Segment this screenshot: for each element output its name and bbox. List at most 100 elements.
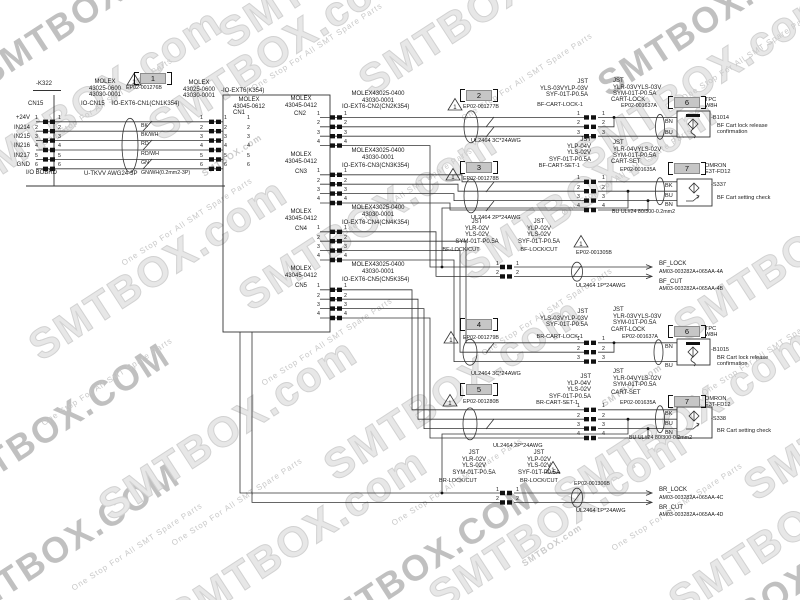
wire-color-bn: BN — [665, 119, 673, 125]
pin-number: 3 — [200, 134, 203, 141]
sensor-desc: BR Cart setting check — [717, 428, 772, 434]
pin-number: 4 — [344, 311, 347, 318]
warning-triangles — [126, 72, 589, 474]
bracket-left — [668, 325, 673, 338]
callout-number: 5 — [466, 384, 492, 395]
bf-lock-cut-plug-name: BF-LOCK/CUT — [442, 246, 480, 253]
br-lock-output-part: AM03-003282A+065AA-4C — [659, 494, 724, 501]
pin-number: 2 — [35, 124, 38, 131]
bracket-left — [668, 162, 673, 175]
pin-number: 3 — [602, 355, 605, 362]
pin-number: 1 — [602, 336, 605, 343]
note-number: 1 — [451, 175, 455, 181]
bf-cart-lock-recept-part: EP02-001637A — [621, 102, 657, 109]
bf-cut-output-part: AM03-003282A+065AA-4B — [659, 286, 724, 293]
pin-number: 2 — [224, 124, 227, 131]
bf-cart-lock-recept: JST YLR-03VYLS-03V SYM-01T-P0.5A — [613, 78, 662, 97]
wire-color-bk: BK — [665, 411, 673, 418]
cn4-name: CN4 — [295, 225, 308, 232]
pin-number: 6 — [224, 162, 227, 169]
wire-color-label: BK — [141, 122, 149, 129]
br-cart-lock-recept-part: EP02-001637A — [622, 333, 658, 340]
pin-number: 4 — [247, 143, 250, 150]
bracket-right — [493, 89, 498, 102]
board-connector-name: IO-CN15 — [81, 101, 105, 107]
wire-color-label: GN/WH(0.2mm2-3P) — [141, 169, 191, 176]
bracket-right — [493, 161, 498, 174]
board-device-name: I/O BOBRD — [26, 170, 58, 176]
photo-sensor-icon — [686, 182, 700, 430]
wire-color-bu: BU — [665, 363, 673, 369]
sensor-desc: BR Cart lock release confirmation — [717, 355, 769, 368]
cable-callout-5: 5 — [460, 383, 498, 396]
pin-number: 4 — [577, 431, 580, 438]
pin-number: 1 — [317, 225, 320, 232]
pin-number: 1 — [577, 175, 580, 182]
cn5-part: MOLEX 43045-0412 — [284, 266, 318, 279]
br-cart-set-recept: JST YLR-04VYLS-02V SYM-01T-P0.5A — [613, 369, 662, 388]
bf-cart-set-plug-name: BF-CART-SET-1 — [538, 162, 580, 169]
wire-color-label: GN — [141, 160, 149, 167]
br-branch-spec: BU UL#24 80/300-0.2mm2 — [629, 434, 693, 441]
bf-cart-set-part-number: EP02-001278B — [463, 175, 499, 182]
cable-callout-3: 3 — [460, 161, 498, 174]
twist-marks — [142, 116, 582, 504]
pin-number: 2 — [317, 234, 320, 241]
signal-label: +24V — [15, 115, 30, 122]
pin-number: 3 — [602, 422, 605, 429]
wire-color-label: RD — [141, 141, 149, 148]
pin-number: 4 — [35, 143, 38, 150]
sensor-brand: OMRON E3T-FD12 — [705, 163, 731, 176]
cn5-cable-part: MOLEX43025-0400 43030-0001 — [351, 262, 405, 275]
bf-lock-output-part: AM03-003282A+065AA-4A — [659, 268, 724, 275]
br-lock-cut-plug: JST YLR-02V YLS-02V SYM-01T-P0.5A — [452, 450, 496, 476]
bf-cut-output: BF_CUT — [659, 278, 683, 285]
bracket-left — [460, 89, 465, 102]
note-number: 1 — [453, 105, 457, 111]
pin-number: 4 — [58, 143, 61, 150]
cable1-connector-part: MOLEX 43025-0600 43030-0001 — [182, 80, 216, 99]
pin-number: 2 — [317, 177, 320, 184]
br-lock-cut-cable-spec: UL2464 1P*24AWG — [576, 508, 626, 514]
note-number: 1 — [579, 242, 583, 248]
pin-number: 3 — [317, 302, 320, 309]
cn3-name: CN3 — [295, 168, 308, 175]
callout-number: 3 — [466, 162, 492, 173]
br-cart-set-cable-spec: UL2464 2P*24AWG — [493, 442, 543, 449]
pin-number: 4 — [577, 203, 580, 210]
cn5-name: CN5 — [295, 282, 308, 289]
pin-number: 1 — [344, 168, 347, 175]
cn2-name: CN2 — [294, 110, 307, 117]
pin-number: 1 — [577, 110, 580, 117]
bracket-left — [668, 395, 673, 408]
br-cart-set-part-number: EP02-001280B — [463, 399, 499, 405]
pin-number: 2 — [317, 120, 320, 127]
br-lock-cut-recept-name: BR-LOCK/CUT — [520, 477, 558, 484]
pin-number: 2 — [602, 412, 605, 419]
cable-callout-1: 1 — [134, 72, 172, 85]
pin-number: 1 — [496, 486, 499, 493]
pin-number: 2 — [577, 184, 580, 191]
callout-number: 4 — [466, 319, 492, 330]
bracket-left — [134, 72, 139, 85]
bf-cart-set-cable-spec: UL2464 2P*24AWG — [471, 214, 521, 221]
br-cart-set-recept-name: CART-SET — [611, 390, 641, 396]
bf-lock-cut-part-number: EP02-001305B — [576, 250, 612, 256]
pin-number: 5 — [35, 152, 38, 159]
pin-number: 2 — [516, 269, 519, 276]
bracket-right — [167, 72, 172, 85]
bracket-right — [493, 383, 498, 396]
sensor-brand: TPC W8H — [705, 97, 718, 110]
pin-number: 3 — [344, 244, 347, 251]
pin-number: 1 — [344, 225, 347, 232]
